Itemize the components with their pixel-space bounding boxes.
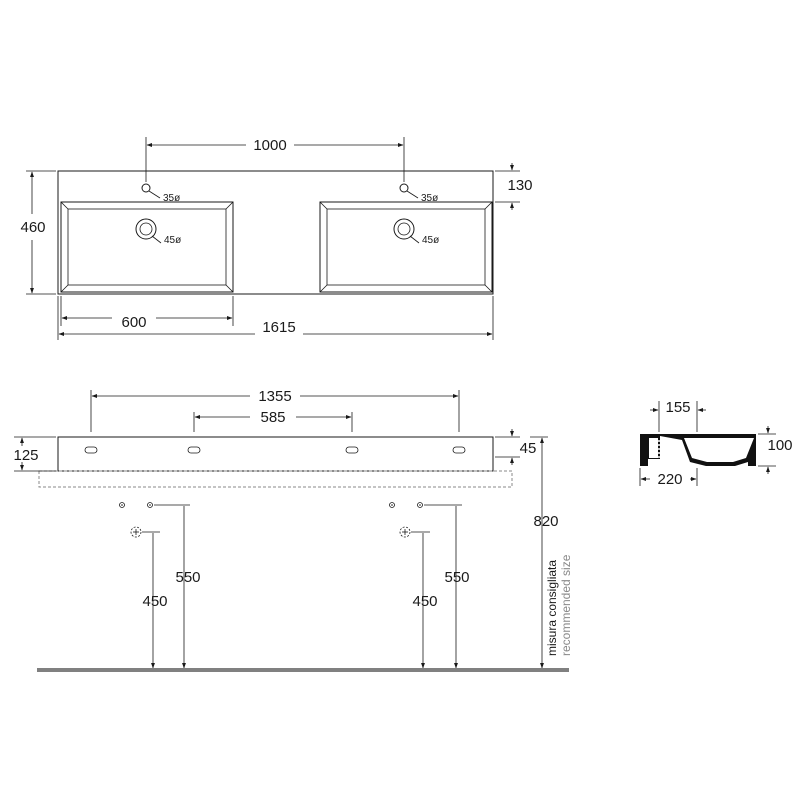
floor-line [37, 668, 569, 672]
water-supply-icon [417, 502, 423, 508]
drain-left [135, 218, 157, 240]
overflow-slot [187, 446, 201, 454]
dim-outlet-height-left: 550 [175, 569, 200, 586]
overflow-slot [452, 446, 466, 454]
left-plumbing: 550 450 [119, 502, 201, 669]
dim-outlet-height-right: 550 [444, 569, 469, 586]
dim-hole-spacing: 1000 [253, 137, 286, 154]
water-supply-icon [147, 502, 153, 508]
dim-outer-holes: 1355 [258, 388, 291, 405]
drain-right [393, 218, 415, 240]
water-supply-icon [119, 502, 125, 508]
tap-hole-right [399, 183, 409, 193]
note-english: recommended size [559, 554, 573, 656]
dim-total-width: 1615 [262, 319, 295, 336]
water-supply-icon [389, 502, 395, 508]
drain-outlet-icon [399, 526, 411, 538]
dim-drain-height-left: 450 [142, 593, 167, 610]
dim-side-width: 220 [657, 471, 682, 488]
dim-depth: 460 [20, 219, 45, 236]
side-view: 155 100 220 [639, 399, 793, 488]
dim-basin-width: 600 [121, 314, 146, 331]
side-profile-bowl [684, 438, 754, 462]
tap-hole-left-label: 35ø [163, 193, 180, 204]
tap-hole-left [141, 183, 151, 193]
right-plumbing: 550 450 [389, 502, 470, 669]
overflow-slot [84, 446, 98, 454]
note-italian: misura consigliata [545, 560, 559, 656]
dim-drain-height-right: 450 [412, 593, 437, 610]
front-view: 1355 585 125 45 820 misura consigliata r… [13, 388, 573, 672]
dim-front-depth: 45 [520, 440, 537, 457]
top-view-outline [57, 170, 494, 295]
left-basin [60, 201, 234, 293]
overflow-slot [345, 446, 359, 454]
dim-back-offset: 130 [507, 177, 532, 194]
dim-install-height: 820 [533, 513, 558, 530]
drain-right-label: 45ø [422, 235, 439, 246]
dim-inner-holes: 585 [260, 409, 285, 426]
dim-side-inner-offset: 155 [665, 399, 690, 416]
tap-hole-right-label: 35ø [421, 193, 438, 204]
cabinet-outline [38, 470, 513, 488]
dim-side-height: 100 [767, 437, 792, 454]
dim-height: 125 [13, 447, 38, 464]
front-view-outline [57, 436, 494, 472]
right-basin [319, 201, 493, 293]
top-view: 35ø 35ø 45ø 45ø 1000 460 130 [20, 137, 533, 340]
drain-outlet-icon [130, 526, 142, 538]
drain-left-label: 45ø [164, 235, 181, 246]
